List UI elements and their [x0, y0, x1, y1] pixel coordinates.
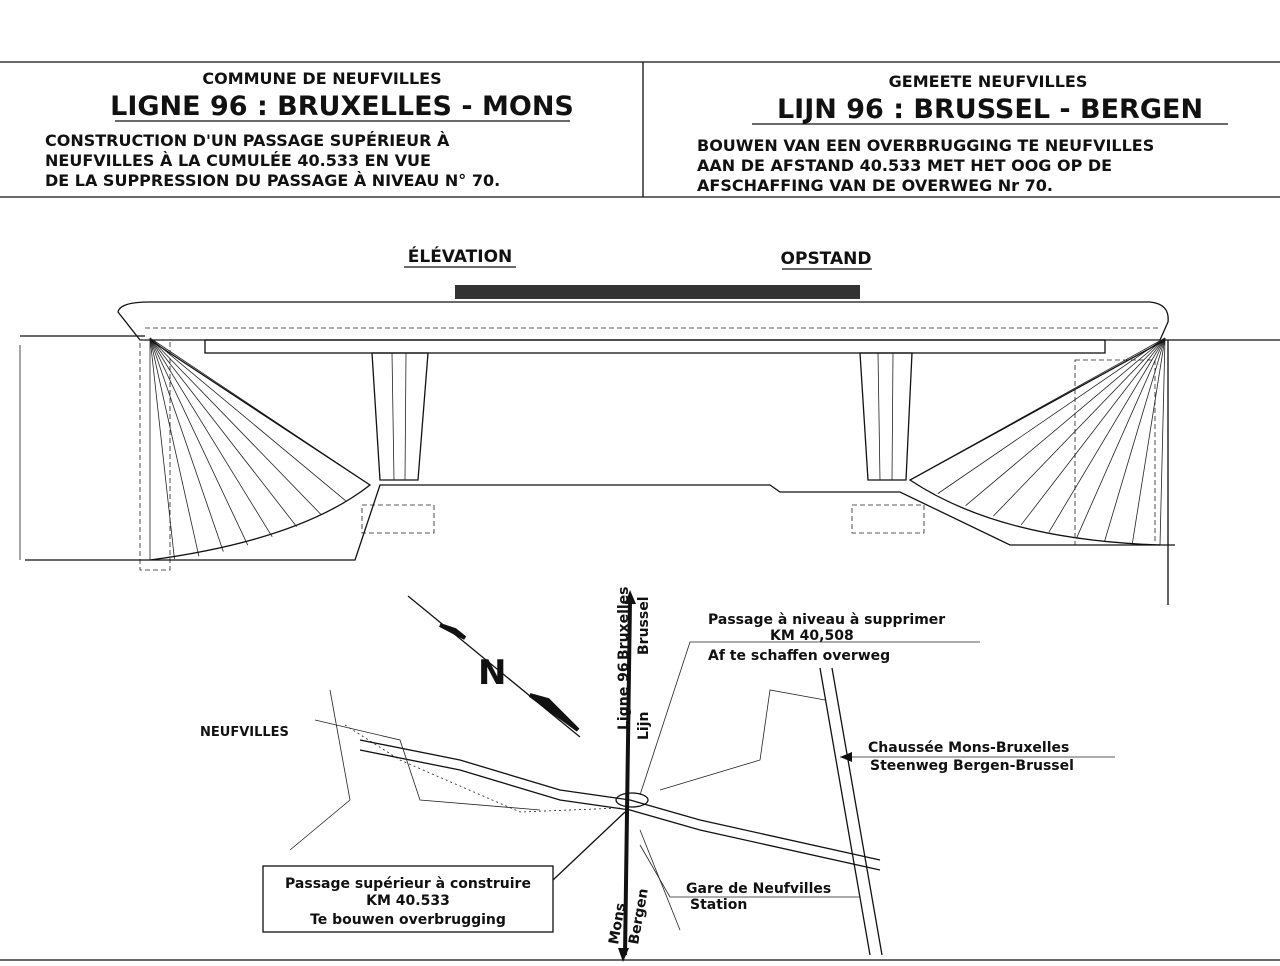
line-title-nl: LIJN 96 : BRUSSEL - BERGEN — [777, 94, 1203, 125]
deck-pavement-hatch — [455, 285, 860, 299]
town-label: NEUFVILLES — [200, 725, 289, 740]
overpass-callout-box — [262, 865, 554, 933]
elevation-label-fr: ÉLÉVATION — [408, 245, 513, 267]
road-label-nl: Steenweg Bergen-Brussel — [870, 758, 1074, 774]
road-label-fr: Chaussée Mons-Bruxelles — [868, 740, 1069, 756]
fan-line — [149, 337, 346, 502]
fan-line — [1159, 337, 1166, 546]
south-dest-nl: Bergen — [626, 887, 652, 945]
overpass-label-fr: Passage supérieur à construire — [285, 876, 531, 892]
rail-line-label-nl: Lijn — [636, 712, 652, 741]
fan-line — [149, 337, 297, 527]
overpass-km: KM 40.533 — [366, 893, 450, 909]
commune-nl: GEMEETE NEUFVILLES — [889, 72, 1088, 91]
location-map: N NEUFVILLES Ligne 96 Bruxelles Brussel … — [0, 587, 1280, 962]
fan-line — [149, 337, 200, 557]
fan-line — [993, 337, 1166, 517]
fan-line — [1076, 337, 1166, 538]
main-road — [819, 667, 883, 956]
elevation-label-nl: OPSTAND — [781, 249, 872, 269]
fan-line — [1020, 337, 1166, 526]
fan-line — [1048, 337, 1166, 533]
bridge-elevation — [19, 285, 1280, 605]
desc-fr-1: CONSTRUCTION D'UN PASSAGE SUPÉRIEUR À — [45, 131, 450, 150]
north-dest-fr: Bruxelles — [616, 587, 632, 661]
line-title-fr: LIGNE 96 : BRUXELLES - MONS — [110, 91, 574, 122]
railway-line-96 — [623, 599, 632, 956]
level-crossing-km: KM 40,508 — [770, 628, 854, 644]
level-crossing-label-nl: Af te schaffen overweg — [708, 648, 890, 664]
fan-line — [149, 337, 224, 552]
fan-line — [937, 337, 1166, 494]
desc-nl-1: BOUWEN VAN EEN OVERBRUGGING TE NEUFVILLE… — [697, 136, 1154, 155]
desc-fr-2: NEUFVILLES À LA CUMULÉE 40.533 EN VUE — [45, 151, 431, 170]
south-dest-fr: Mons — [606, 902, 629, 946]
title-block: COMMUNE DE NEUFVILLES LIGNE 96 : BRUXELL… — [0, 61, 1280, 198]
rail-line-label: Ligne 96 — [616, 662, 632, 730]
fan-line — [149, 337, 249, 546]
overpass-label-nl: Te bouwen overbrugging — [310, 912, 506, 928]
north-label: N — [478, 653, 506, 693]
north-dest-nl: Brussel — [636, 596, 652, 655]
fan-line — [149, 337, 322, 515]
desc-nl-2: AAN DE AFSTAND 40.533 MET HET OOG OP DE — [697, 156, 1112, 175]
fan-line — [149, 337, 273, 538]
fan-line — [965, 337, 1166, 506]
commune-fr: COMMUNE DE NEUFVILLES — [202, 69, 441, 88]
station-label-nl: Station — [690, 897, 747, 913]
level-crossing-label-fr: Passage à niveau à supprimer — [708, 612, 945, 628]
desc-fr-3: DE LA SUPPRESSION DU PASSAGE À NIVEAU N°… — [45, 171, 500, 190]
fan-line — [1131, 337, 1166, 545]
station-label-fr: Gare de Neufvilles — [686, 881, 831, 897]
desc-nl-3: AFSCHAFFING VAN DE OVERWEG Nr 70. — [697, 176, 1053, 195]
